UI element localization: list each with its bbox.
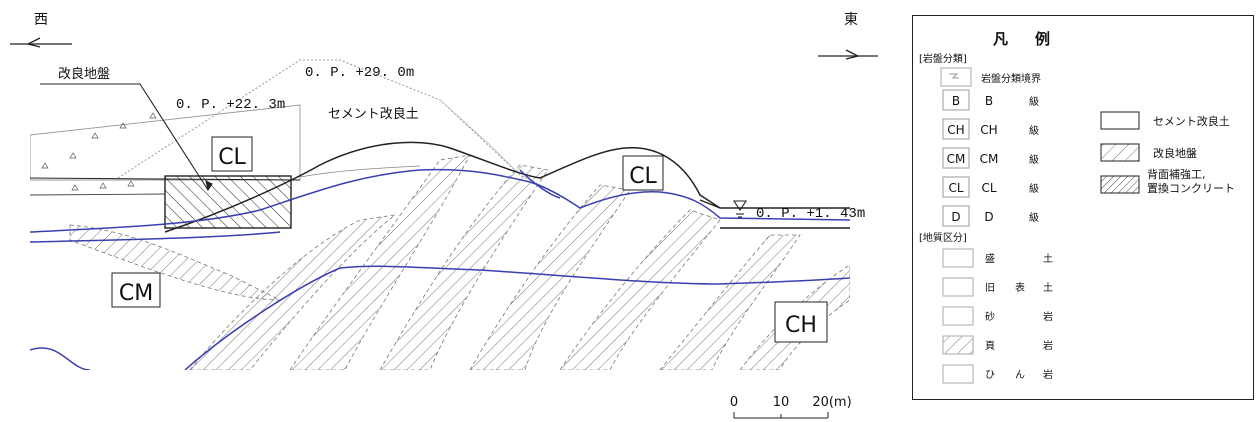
rock-class-row: CM CM 級 — [942, 147, 1039, 169]
legend-title-left: 凡 — [993, 30, 1008, 48]
rock-class-symbol: CM — [947, 152, 966, 166]
legend-title-right: 例 — [1035, 30, 1050, 48]
geology-header: [地質区分] — [919, 231, 967, 244]
backfill-label-2: 置換コンクリート — [1147, 182, 1235, 195]
scale-0: 0 — [730, 395, 738, 410]
geology-label: 砂 — [985, 310, 995, 323]
backfill-label-1: 背面補強工, — [1147, 167, 1206, 181]
rock-class-symbol: B — [952, 94, 960, 108]
improved-ground-block — [164, 175, 292, 229]
rock-class-symbol: D — [951, 210, 960, 224]
rock-class-label: CM — [980, 152, 999, 166]
zone-cm: CM — [111, 272, 161, 308]
east-arrow-icon — [818, 49, 878, 60]
water-level-icon — [732, 200, 748, 218]
geology-label: 岩 — [1043, 310, 1053, 323]
rock-class-row: CH CH 級 — [942, 118, 1039, 140]
rock-class-header: [岩盤分類] — [919, 52, 967, 65]
geology-label: 岩 — [1043, 368, 1053, 381]
geology-row: 盛土 — [942, 248, 1053, 268]
fill-markers — [41, 112, 157, 191]
geology-label: 表 — [1015, 281, 1025, 294]
rock-class-label: CL — [981, 181, 996, 195]
geology-label: 土 — [1043, 281, 1053, 294]
rock-class-suffix: 級 — [1029, 95, 1039, 108]
cement-soil-label: セメント改良土 — [328, 106, 419, 122]
geology-label: 盛 — [985, 252, 995, 265]
embankment — [30, 104, 301, 181]
rock-class-row: CL CL 級 — [942, 176, 1039, 198]
svg-text:CL: CL — [218, 145, 246, 170]
op-29-label: 0. P. +29. 0m — [305, 65, 414, 81]
geology-row: 頁岩 — [942, 335, 1053, 355]
west-label: 西 — [34, 12, 48, 28]
geology-label: 岩 — [1043, 339, 1053, 352]
geology-row: 砂岩 — [942, 306, 1053, 326]
svg-text:CL: CL — [629, 164, 657, 189]
rock-class-suffix: 級 — [1029, 211, 1039, 224]
east-label: 東 — [844, 12, 858, 28]
rock-class-label: B — [985, 94, 993, 108]
cement-swatch — [1100, 111, 1140, 130]
zone-cl-left: CL — [211, 136, 253, 172]
rock-class-label: CH — [980, 123, 997, 137]
geology-label: 土 — [1043, 252, 1053, 265]
west-arrow-icon — [10, 37, 72, 48]
op-143-label: 0. P. +1. 43m — [756, 206, 865, 222]
cement-legend-label: セメント改良土 — [1153, 114, 1230, 128]
improved-ground-label: 改良地盤 — [58, 66, 110, 82]
rock-class-label: D — [984, 210, 993, 224]
improved-swatch — [1100, 143, 1140, 162]
rock-class-boundaries — [30, 168, 850, 370]
geology-label: 旧 — [985, 282, 995, 294]
scale-10: 10 — [773, 395, 790, 410]
zone-cl-right: CL — [622, 155, 664, 191]
scale-bar — [733, 412, 829, 419]
rock-boundary-label: 岩盤分類境界 — [981, 72, 1041, 85]
geology-label: ん — [1015, 369, 1025, 381]
rock-class-suffix: 級 — [1029, 124, 1039, 137]
geology-row: 旧表土 — [942, 277, 1053, 297]
leader-line — [40, 83, 209, 191]
rock-class-suffix: 級 — [1029, 182, 1039, 195]
zone-ch: CH — [774, 301, 828, 343]
rock-class-symbol: CH — [947, 123, 964, 137]
rock-class-symbol: CL — [948, 181, 963, 195]
backfill-swatch — [1100, 175, 1140, 194]
cement-soil-outline — [117, 59, 561, 196]
rock-class-suffix: 級 — [1029, 153, 1039, 166]
shale-bands — [69, 154, 850, 370]
svg-text:CM: CM — [119, 281, 153, 306]
svg-text:CH: CH — [785, 313, 817, 338]
geology-label: ひ — [985, 370, 995, 381]
ground-surface — [164, 141, 850, 233]
op-22-label: 0. P. +22. 3m — [176, 97, 285, 113]
improved-legend-label: 改良地盤 — [1153, 146, 1197, 160]
geology-label: 頁 — [985, 340, 995, 352]
scale-20: 20(m) — [812, 395, 851, 410]
geology-row: ひん岩 — [942, 364, 1053, 384]
rock-boundary-swatch — [940, 67, 972, 87]
